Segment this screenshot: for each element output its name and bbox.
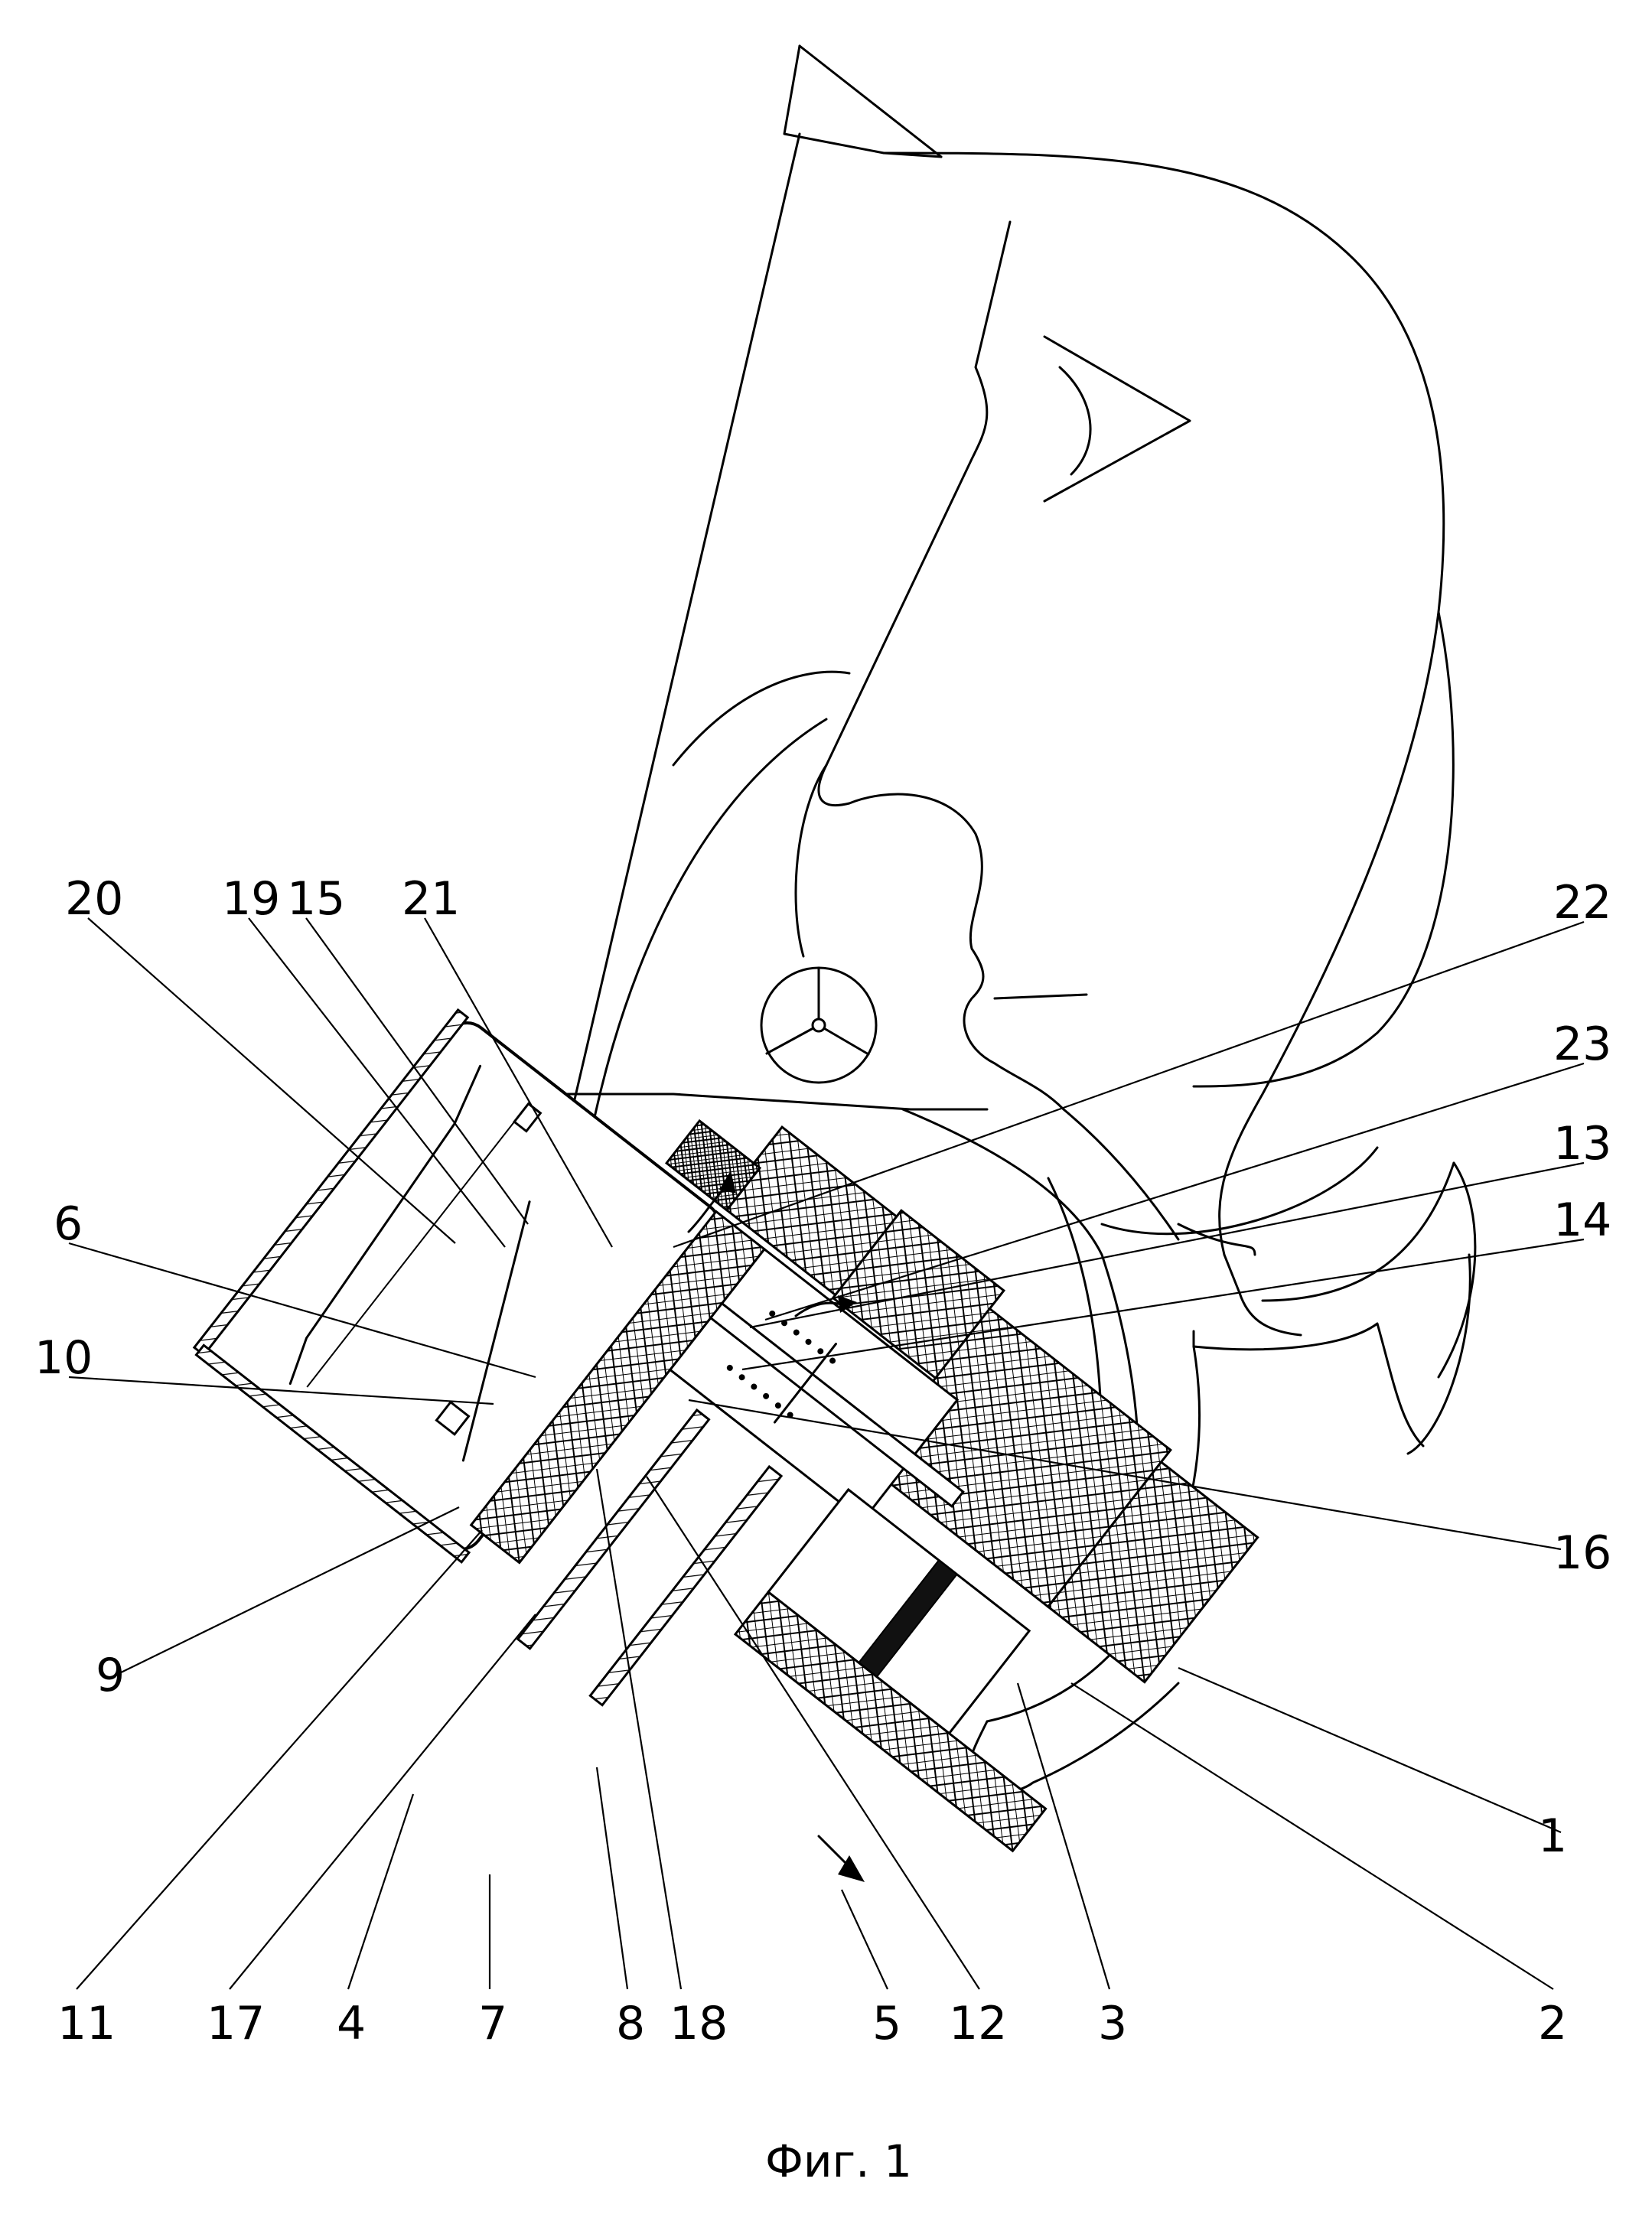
callout-15: 15	[287, 872, 345, 926]
callout-22: 22	[1553, 876, 1611, 930]
callout-2: 2	[1538, 1997, 1567, 2050]
callout-13: 13	[1553, 1117, 1611, 1171]
callout-7: 7	[478, 1997, 507, 2050]
callout-17: 17	[207, 1997, 265, 2050]
callout-1: 1	[1538, 1809, 1567, 1863]
callout-3: 3	[1098, 1997, 1127, 2050]
callout-12: 12	[949, 1997, 1007, 2050]
callout-14: 14	[1553, 1194, 1611, 1247]
callout-18: 18	[670, 1997, 728, 2050]
callout-16: 16	[1553, 1526, 1611, 1580]
callout-4: 4	[337, 1997, 366, 2050]
callout-6: 6	[54, 1197, 83, 1251]
callout-11: 11	[57, 1997, 116, 2050]
callout-5: 5	[872, 1997, 901, 2050]
figure-caption: Фиг. 1	[765, 2135, 912, 2187]
callout-19: 19	[222, 872, 280, 926]
callout-23: 23	[1553, 1018, 1611, 1071]
inlet-tube-wall-2	[590, 1467, 781, 1705]
valve-assembly	[175, 920, 1281, 1959]
callout-8: 8	[616, 1997, 645, 2050]
callout-20: 20	[65, 872, 123, 926]
callout-10: 10	[34, 1331, 93, 1385]
callout-21: 21	[402, 872, 460, 926]
callout-9: 9	[96, 1649, 125, 1702]
